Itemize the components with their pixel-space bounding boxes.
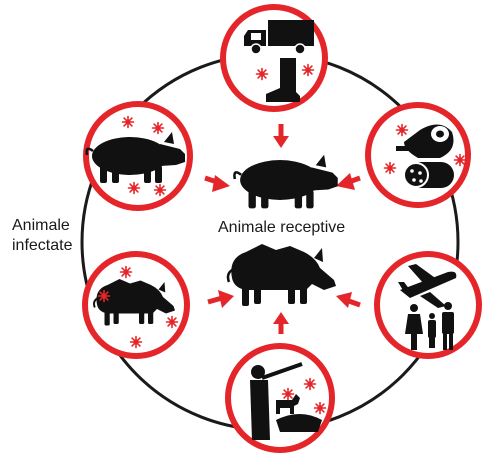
virus-icon bbox=[303, 377, 317, 391]
receptive-domestic-pig-icon bbox=[233, 153, 340, 210]
family-icon bbox=[405, 302, 454, 350]
arrow-from-transport bbox=[273, 124, 289, 148]
infected-label-line2: infectate bbox=[12, 237, 73, 254]
node-hunting bbox=[225, 343, 335, 453]
arrow-from-meat-products bbox=[336, 173, 361, 190]
infected-animals-label: Animale infectate bbox=[12, 216, 72, 256]
virus-icon bbox=[165, 315, 179, 329]
virus-icon bbox=[127, 181, 141, 195]
dog-icon bbox=[276, 394, 300, 414]
sausage-icon bbox=[403, 162, 454, 188]
boot-icon bbox=[266, 58, 300, 102]
virus-icon bbox=[301, 63, 315, 77]
virus-icon bbox=[255, 67, 269, 81]
node-infected-wild-boar bbox=[82, 251, 190, 359]
virus-icon bbox=[153, 183, 167, 197]
node-infected-domestic-pig bbox=[83, 101, 193, 211]
virus-icon bbox=[281, 387, 295, 401]
ham-icon bbox=[396, 124, 454, 158]
node-travel bbox=[374, 251, 482, 359]
virus-icon bbox=[453, 153, 467, 167]
node-transport bbox=[220, 4, 328, 112]
arrow-from-domestic-pig bbox=[204, 175, 230, 192]
virus-icon bbox=[383, 161, 397, 175]
receptive-animals-label: Animale receptive bbox=[218, 219, 346, 236]
virus-icon bbox=[121, 115, 135, 129]
node-meat-products bbox=[365, 102, 471, 208]
virus-icon bbox=[129, 335, 143, 349]
virus-icon bbox=[395, 123, 409, 137]
virus-icon bbox=[151, 121, 165, 135]
arrows bbox=[204, 124, 361, 334]
arrow-from-travel bbox=[336, 292, 361, 308]
arrow-from-wild-boar bbox=[207, 290, 234, 308]
infected-label-line1: Animale bbox=[12, 217, 70, 234]
airplane-icon bbox=[398, 264, 457, 308]
truck-icon bbox=[244, 20, 314, 55]
virus-icon bbox=[313, 401, 327, 415]
wild-boar-carcass-icon bbox=[276, 414, 322, 432]
virus-icon bbox=[119, 265, 133, 279]
receptive-wild-boar-icon bbox=[226, 242, 338, 308]
hunter-icon bbox=[250, 362, 303, 440]
virus-icon bbox=[97, 289, 111, 303]
arrow-from-hunting bbox=[273, 312, 289, 334]
